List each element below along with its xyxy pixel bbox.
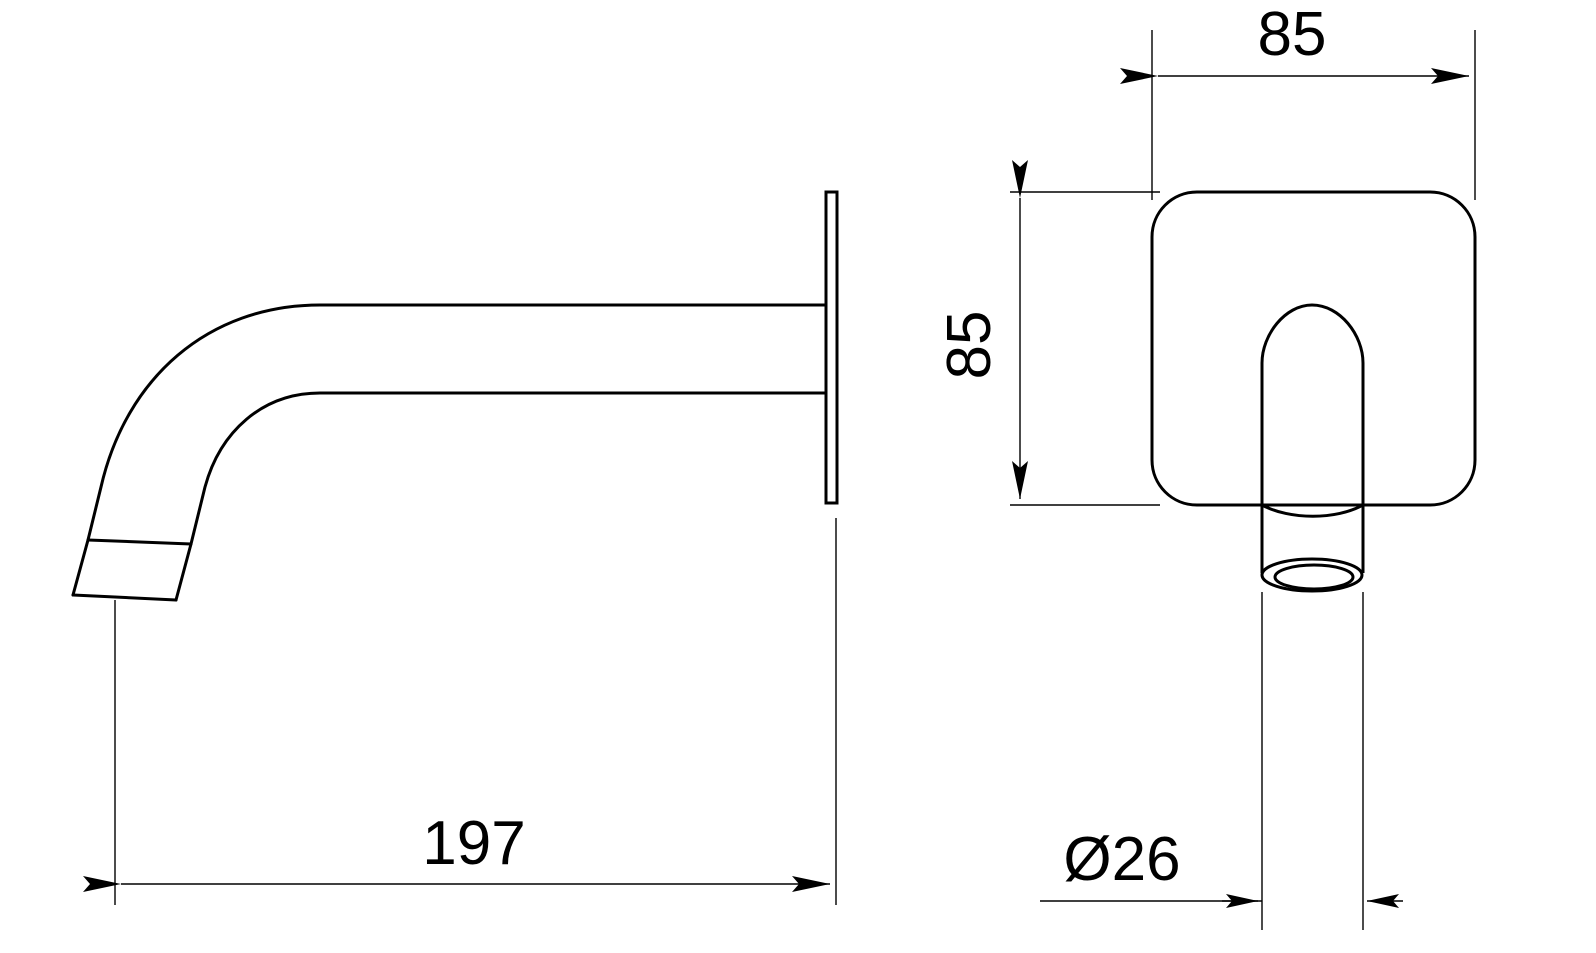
dim-plate-width [1120,30,1476,200]
nozzle-left-side [71,538,90,597]
dimension-labels-group: 85 85 197 Ø26 [422,0,1326,894]
wall-plate-side [824,190,839,505]
dim-label-plate-height: 85 [935,311,1004,380]
spout-tube-front [1260,303,1365,593]
nozzle-collar-line [86,538,193,546]
dim-label-plate-width: 85 [1258,0,1327,69]
spout-body-outline [71,303,828,602]
wall-plate-rect [824,190,839,505]
escutcheon-plate-outline [1150,190,1477,507]
aerator-outer-ring [1260,557,1364,593]
nozzle-outlet-face [71,593,178,602]
dim-plate-height [1010,160,1160,506]
dimension-lines-group [83,30,1476,930]
front-view-group [1150,190,1477,593]
spout-tube-dome-top [1260,303,1365,364]
aerator-inner-ring [1273,563,1355,591]
spout-outer-profile [86,303,828,542]
spout-tube-shoulder-curve [1261,503,1364,518]
side-view-group [71,190,839,602]
dim-label-tube-diameter: Ø26 [1063,825,1180,894]
nozzle-right-side [174,542,193,602]
dim-spout-projection [83,518,837,905]
spout-inner-profile [189,391,828,546]
dim-label-spout-projection: 197 [422,809,525,878]
dim-tube-diameter [1040,592,1403,930]
